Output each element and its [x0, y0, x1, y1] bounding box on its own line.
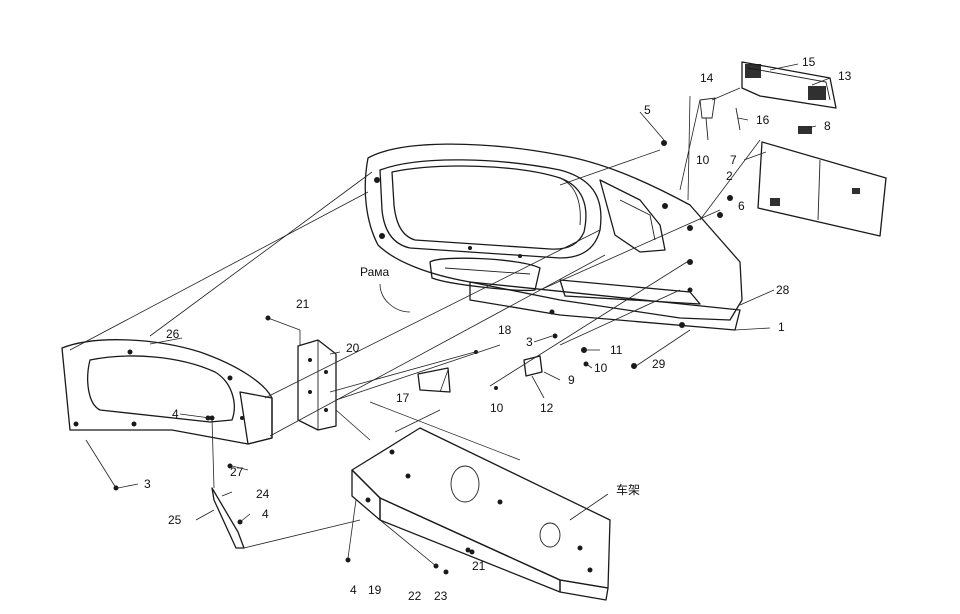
callout-8: 8	[824, 119, 831, 133]
callout-4: 4	[262, 507, 269, 521]
callout-21: 21	[296, 297, 310, 311]
frame-label-cn: 车架	[616, 482, 640, 497]
frame-rail	[351, 427, 611, 601]
callout-27: 27	[230, 465, 244, 479]
license-plate	[757, 126, 887, 237]
bumper-shell	[364, 143, 743, 331]
callout-17: 17	[396, 391, 410, 405]
callout-23: 23	[434, 589, 448, 603]
callout-19: 19	[368, 583, 382, 597]
callout-13: 13	[838, 69, 852, 83]
callout-6: 6	[738, 199, 745, 213]
callout-3: 3	[526, 335, 533, 349]
callout-pointers	[117, 63, 831, 523]
callout-3: 3	[144, 477, 151, 491]
callout-4: 4	[350, 583, 357, 597]
callout-10: 10	[696, 153, 710, 167]
callout-21: 21	[472, 559, 486, 573]
callout-5: 5	[644, 103, 651, 117]
callout-7: 7	[730, 153, 737, 167]
callout-15: 15	[802, 55, 816, 69]
callout-26: 26	[166, 327, 180, 341]
callout-20: 20	[346, 341, 360, 355]
callout-10: 10	[594, 361, 608, 375]
callout-4: 4	[172, 407, 179, 421]
callout-labels: 1 2 3 3 4 4 4 5 6 7 8 9 10 10 10 11 12 1…	[144, 55, 852, 603]
callout-9: 9	[568, 373, 575, 387]
callout-14: 14	[700, 71, 714, 85]
callout-10: 10	[490, 401, 504, 415]
callout-29: 29	[652, 357, 666, 371]
callout-2: 2	[726, 169, 733, 183]
end-cap	[61, 339, 273, 445]
callout-16: 16	[756, 113, 770, 127]
callout-18: 18	[498, 323, 512, 337]
lamp-bracket	[699, 61, 837, 119]
callout-24: 24	[256, 487, 270, 501]
callout-28: 28	[776, 283, 790, 297]
small-parts	[113, 107, 741, 575]
callout-1: 1	[778, 320, 785, 334]
callout-11: 11	[610, 343, 623, 357]
frame-label-ru: Рама	[360, 265, 390, 279]
mounting-bracket	[297, 339, 337, 431]
callout-22: 22	[408, 589, 422, 603]
callout-25: 25	[168, 513, 182, 527]
leader-lines	[69, 87, 761, 567]
callout-12: 12	[540, 401, 554, 415]
